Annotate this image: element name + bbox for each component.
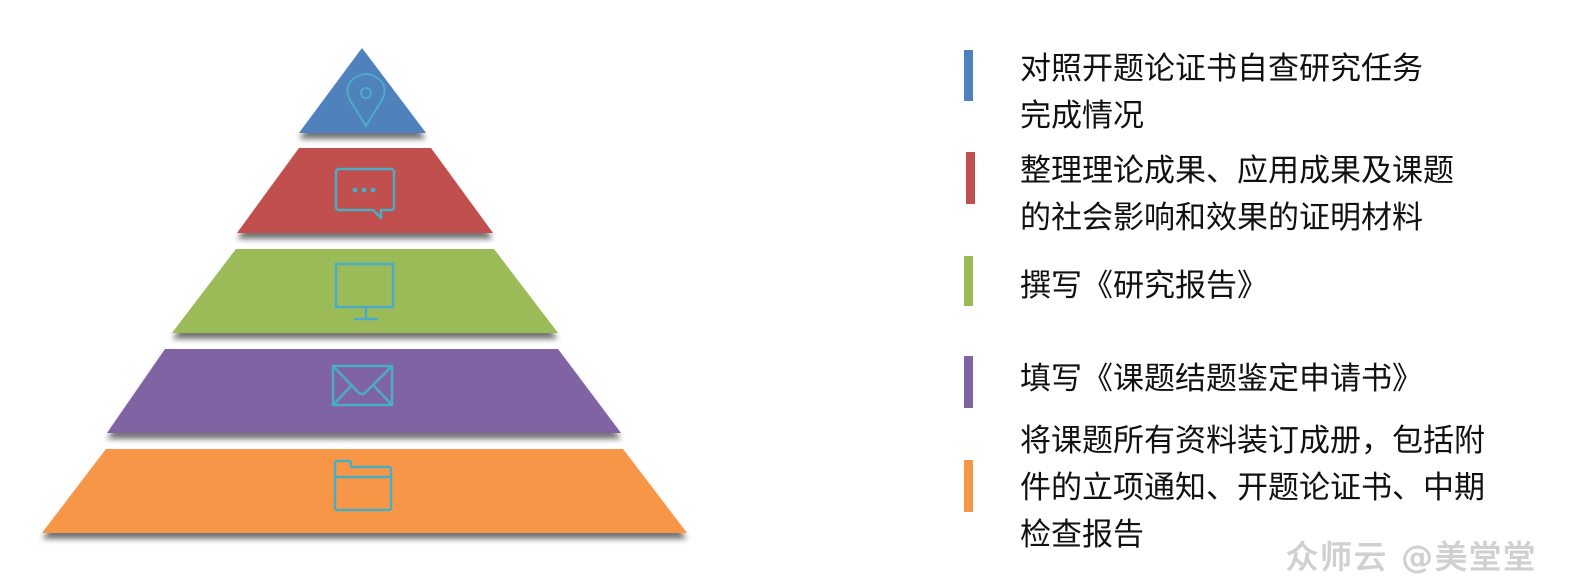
level-2-color-bar xyxy=(966,152,975,204)
pyramid-level-5-shape xyxy=(42,449,687,533)
pyramid-level-5 xyxy=(42,449,687,533)
level-3-color-bar xyxy=(964,256,973,306)
level-5-text-line-2: 件的立项通知、开题论证书、中期 xyxy=(1020,470,1485,506)
pyramid-level-4 xyxy=(107,349,621,433)
level-1-text-line-1: 对照开题论证书自查研究任务 xyxy=(1020,51,1423,87)
level-4-text: 填写《课题结题鉴定申请书》 xyxy=(1020,356,1423,403)
pyramid-level-3 xyxy=(172,249,558,333)
pyramid-level-1 xyxy=(299,48,426,133)
level-4-color-bar xyxy=(964,356,973,408)
monitor-icon xyxy=(334,262,395,321)
level-2-text-line-1: 整理理论成果、应用成果及课题 xyxy=(1020,153,1454,189)
pyramid-level-2 xyxy=(237,148,493,233)
envelope-icon xyxy=(331,364,394,407)
chat-bubble-icon xyxy=(334,167,396,220)
level-1-text: 对照开题论证书自查研究任务 完成情况 xyxy=(1020,46,1423,140)
folder-icon xyxy=(333,459,393,512)
level-4-text-line-1: 填写《课题结题鉴定申请书》 xyxy=(1020,361,1423,397)
level-5-color-bar xyxy=(964,460,973,512)
watermark: 众师云 @美堂堂 xyxy=(1286,538,1538,576)
level-1-text-line-2: 完成情况 xyxy=(1020,98,1144,134)
pyramid-level-4-shape xyxy=(107,349,621,433)
level-5-text-line-1: 将课题所有资料装订成册，包括附 xyxy=(1020,423,1485,459)
level-2-text: 整理理论成果、应用成果及课题 的社会影响和效果的证明材料 xyxy=(1020,148,1454,242)
level-5-text-line-3: 检查报告 xyxy=(1020,517,1144,553)
level-2-text-line-2: 的社会影响和效果的证明材料 xyxy=(1020,200,1423,236)
level-5-text: 将课题所有资料装订成册，包括附 件的立项通知、开题论证书、中期 检查报告 xyxy=(1020,418,1485,559)
chat-dots xyxy=(352,187,376,193)
pyramid-level-3-shape xyxy=(172,249,558,333)
level-3-text-line-1: 撰写《研究报告》 xyxy=(1020,268,1268,304)
level-1-color-bar xyxy=(964,50,973,101)
location-pin-icon xyxy=(346,73,386,128)
pyramid-diagram xyxy=(42,48,687,533)
level-3-text: 撰写《研究报告》 xyxy=(1020,263,1268,310)
